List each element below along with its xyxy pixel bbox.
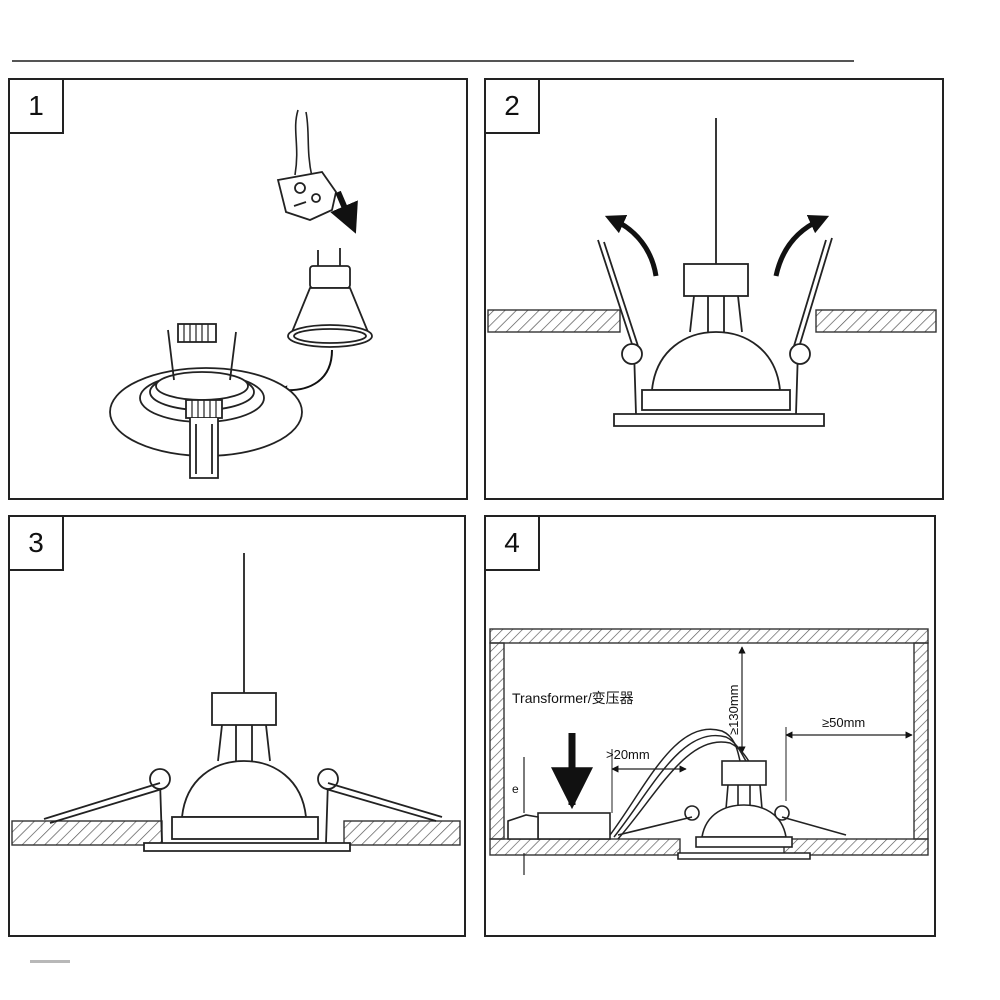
transformer-label: Transformer/变压器 (512, 690, 634, 706)
left-clip-arrow-icon (604, 215, 659, 277)
ceiling-board (11, 820, 461, 846)
step-3-panel: 3 (8, 515, 466, 937)
lamp-wires (294, 109, 313, 178)
ceiling-cavity (489, 628, 929, 856)
step-3-number: 3 (10, 517, 64, 571)
top-divider (12, 60, 854, 62)
right-clip-arrow-icon (773, 215, 830, 277)
side-label: ≥50mm (822, 715, 865, 730)
placement-arrow-icon (277, 349, 333, 396)
lamp-bulb (287, 248, 373, 348)
insert-arrow-icon (330, 190, 358, 234)
step-3-illustration (11, 553, 461, 852)
step-4-panel: 4 Transforme (484, 515, 936, 937)
step-1-number: 1 (10, 80, 64, 134)
e-label: e (512, 782, 519, 796)
step-2-number: 2 (486, 80, 540, 134)
step-2-illustration (487, 118, 937, 427)
lamp-fitting (143, 692, 351, 852)
step-4-illustration: Transformer/变压器 e >20mm ≥130mm ≥50mm (489, 628, 929, 875)
bottom-fragment (30, 960, 70, 963)
connection-wires (609, 728, 751, 840)
gu10-socket (276, 171, 337, 221)
downlight-ring (109, 323, 303, 479)
step-4-number: 4 (486, 517, 540, 571)
step-2-panel: 2 (484, 78, 944, 500)
spring-clips (43, 768, 443, 824)
transformer-box (507, 812, 611, 840)
step-1-illustration (109, 109, 373, 479)
step-1-panel: 1 (8, 78, 468, 500)
spring-clips (597, 237, 833, 365)
lamp-fitting (617, 760, 847, 860)
gap-label: >20mm (606, 747, 650, 762)
lamp-fitting (613, 263, 825, 427)
ceiling-board (487, 309, 937, 333)
height-label: ≥130mm (726, 685, 741, 735)
